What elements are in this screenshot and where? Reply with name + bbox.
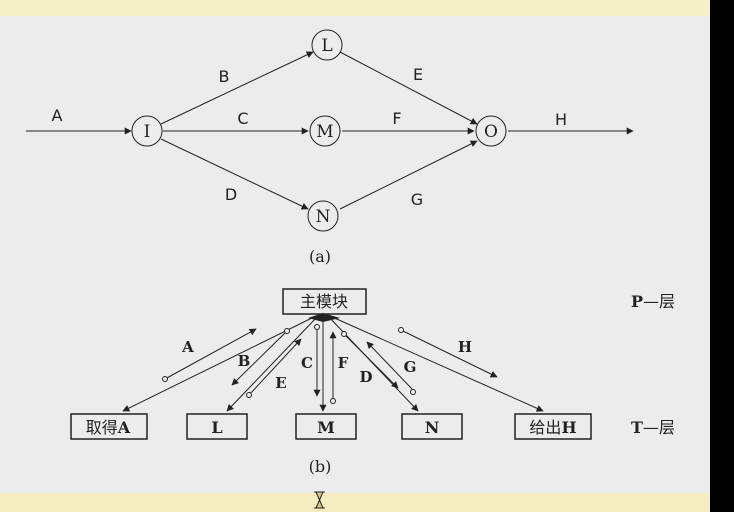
node-i-label: I bbox=[144, 122, 151, 142]
edge-d-label: D bbox=[225, 185, 237, 204]
diagram-a bbox=[26, 29, 634, 232]
main-module-label: 主模块 bbox=[300, 292, 348, 311]
flow-b-line bbox=[231, 332, 286, 386]
link-main-get-a bbox=[122, 315, 317, 412]
link-main-output-h bbox=[329, 315, 544, 412]
flow-e-label: E bbox=[275, 374, 286, 392]
flow-a-label: A bbox=[181, 338, 194, 356]
flow-c-tail bbox=[314, 324, 320, 330]
flow-b-tail bbox=[284, 328, 290, 334]
node-i bbox=[131, 115, 163, 147]
diagram-b bbox=[70, 288, 592, 440]
flow-e-tail bbox=[246, 392, 252, 398]
node-n bbox=[307, 200, 339, 232]
module-output-h-prefix: 给出 bbox=[529, 418, 561, 437]
t-layer-label: T—层 bbox=[631, 418, 675, 437]
flow-a-tail bbox=[162, 376, 168, 382]
p-layer-label: P—层 bbox=[631, 292, 675, 311]
module-m-label: M bbox=[317, 418, 335, 437]
module-get-a-bold: A bbox=[117, 418, 131, 437]
module-output-h-box bbox=[514, 413, 592, 440]
module-output-h-label: 给出H bbox=[529, 418, 576, 437]
flow-e-line bbox=[248, 338, 302, 396]
flow-h-tail bbox=[398, 327, 404, 333]
edge-f-label: F bbox=[392, 109, 401, 128]
module-m-box bbox=[295, 413, 357, 440]
p-layer-bold: P bbox=[631, 292, 643, 311]
module-n-label: N bbox=[425, 418, 440, 437]
top-strip bbox=[0, 0, 710, 16]
module-get-a-label: 取得A bbox=[86, 418, 131, 437]
edge-c-label: C bbox=[237, 109, 248, 128]
p-layer-text: —层 bbox=[643, 292, 675, 311]
hourglass-icon bbox=[314, 491, 325, 509]
module-l-box bbox=[186, 413, 248, 440]
edge-g-line bbox=[339, 140, 478, 210]
edge-a-label: A bbox=[52, 106, 63, 125]
edge-g-label: G bbox=[411, 190, 423, 209]
edge-b-line bbox=[160, 51, 314, 125]
flow-f-label: F bbox=[338, 354, 349, 372]
edge-e-label: E bbox=[413, 65, 423, 84]
edge-h-label: H bbox=[555, 110, 567, 129]
main-module-junction bbox=[308, 313, 340, 322]
module-get-a-box bbox=[70, 413, 148, 440]
flow-h-label: H bbox=[458, 338, 472, 356]
edge-e-line bbox=[339, 51, 478, 125]
flow-d-label: D bbox=[359, 368, 372, 386]
node-m bbox=[309, 115, 341, 147]
caption-b: (b) bbox=[309, 457, 332, 476]
flow-g-label: G bbox=[404, 358, 417, 376]
node-l-label: L bbox=[321, 36, 332, 56]
flow-a-line bbox=[164, 328, 257, 380]
right-black-bar bbox=[710, 0, 734, 512]
link-main-l bbox=[226, 315, 319, 412]
flow-d-line bbox=[345, 335, 399, 389]
module-output-h-bold: H bbox=[561, 418, 576, 437]
flow-c-label: C bbox=[301, 354, 313, 372]
node-o-label: O bbox=[484, 122, 498, 142]
flow-b-label: B bbox=[238, 352, 251, 370]
t-layer-bold: T bbox=[631, 418, 643, 437]
node-o bbox=[475, 115, 507, 147]
caption-a: (a) bbox=[309, 247, 331, 266]
flow-h-line bbox=[402, 330, 498, 378]
flow-g-tail bbox=[410, 389, 416, 395]
flow-d-tail bbox=[341, 331, 347, 337]
edge-b-label: B bbox=[219, 67, 230, 86]
flow-f-tail bbox=[330, 398, 336, 404]
t-layer-text: —层 bbox=[643, 418, 675, 437]
module-n-box bbox=[401, 413, 463, 440]
node-n-label: N bbox=[316, 207, 331, 227]
module-get-a-prefix: 取得 bbox=[86, 418, 118, 437]
module-l-label: L bbox=[211, 418, 222, 437]
bottom-strip bbox=[0, 493, 710, 512]
node-l bbox=[311, 29, 343, 61]
flow-g-line bbox=[366, 341, 413, 390]
edge-d-line bbox=[160, 138, 309, 210]
node-m-label: M bbox=[316, 122, 333, 142]
